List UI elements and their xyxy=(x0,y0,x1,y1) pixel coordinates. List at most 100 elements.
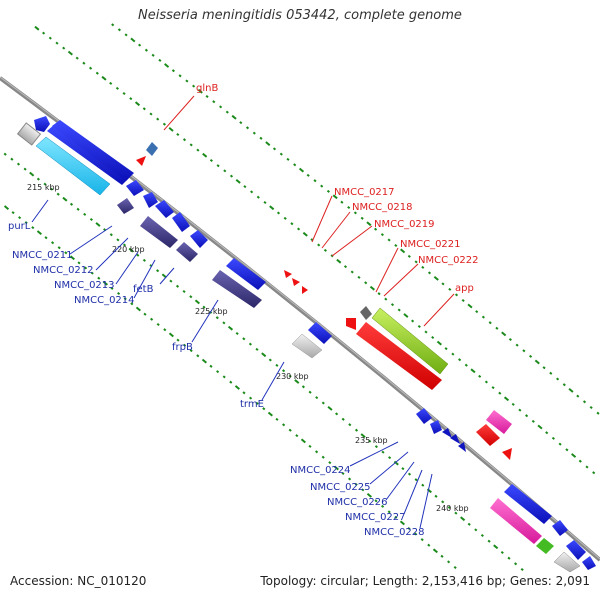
track-dot xyxy=(3,205,10,210)
gene-blue-small-4 xyxy=(172,212,190,232)
track-dot xyxy=(196,354,200,358)
kbp-tick-label: 230 kbp xyxy=(276,372,309,381)
track-dot xyxy=(394,515,398,519)
gene-label-app: app xyxy=(455,283,474,294)
gene-blue-240-d xyxy=(582,556,596,570)
track-dot xyxy=(582,400,587,404)
track-dot xyxy=(197,88,203,94)
track-dot xyxy=(178,74,182,78)
track-dot xyxy=(427,271,432,275)
track-dot xyxy=(276,211,281,215)
track-dot xyxy=(151,53,155,57)
track-dot xyxy=(348,477,352,481)
gene-cyan-bar xyxy=(35,136,111,196)
track-dot xyxy=(460,516,466,522)
track-dot xyxy=(150,317,154,321)
track-dot xyxy=(69,202,74,206)
gene-label-NMCC_0222: NMCC_0222 xyxy=(418,255,479,266)
track-dot xyxy=(48,36,52,40)
track-dot xyxy=(424,330,428,334)
gene-navy-bar-1 xyxy=(140,216,178,248)
track-dot xyxy=(458,358,462,362)
track-dot xyxy=(467,522,471,526)
track-dot xyxy=(399,520,405,526)
track-dot xyxy=(335,412,339,416)
track-dot xyxy=(498,391,502,395)
track-dot xyxy=(403,313,409,318)
leader-lines-red xyxy=(163,95,455,327)
track-dot xyxy=(298,167,305,173)
gene-red-0219 xyxy=(302,286,308,294)
track-dot xyxy=(377,292,381,296)
track-dot xyxy=(578,459,582,463)
track-dot xyxy=(474,528,478,532)
track-dot xyxy=(354,482,358,486)
track-dot xyxy=(77,261,81,265)
track-dot xyxy=(255,347,259,351)
track-dot xyxy=(169,279,173,283)
track-dot xyxy=(67,50,73,56)
track-dot xyxy=(374,227,378,231)
track-dot xyxy=(134,101,141,107)
track-dot xyxy=(196,148,200,152)
track-dot xyxy=(216,370,220,374)
track-dot xyxy=(185,79,189,83)
track-dot xyxy=(202,152,208,158)
track-dot xyxy=(321,401,325,405)
track-dot xyxy=(95,71,99,75)
track-dot xyxy=(545,431,549,435)
track-dot xyxy=(333,465,339,471)
track-dot xyxy=(514,562,518,566)
track-dot xyxy=(551,436,555,440)
track-dot xyxy=(529,354,533,358)
track-dot xyxy=(366,493,372,498)
track-dot xyxy=(549,371,553,375)
track-dot xyxy=(182,289,186,294)
track-dot xyxy=(475,310,479,314)
track-dot xyxy=(478,374,482,378)
gene-blue-arrow xyxy=(34,116,50,132)
track-dot xyxy=(501,331,507,337)
track-dot xyxy=(484,380,488,384)
track-dot xyxy=(272,147,277,151)
gene-label-NMCC_0228: NMCC_0228 xyxy=(364,527,425,538)
track-dot xyxy=(267,411,273,417)
track-dot xyxy=(301,385,305,389)
gene-label-NMCC_0225: NMCC_0225 xyxy=(310,482,371,493)
gene-red-0217 xyxy=(284,270,292,278)
track-dot xyxy=(511,402,515,406)
track-dot xyxy=(434,494,438,498)
track-dot xyxy=(89,66,93,70)
track-dot xyxy=(109,81,113,85)
track-dot xyxy=(294,379,300,384)
track-dot xyxy=(332,194,338,200)
track-dot xyxy=(110,286,114,290)
track-dot xyxy=(321,455,325,459)
track-dot xyxy=(432,548,438,554)
track-dot xyxy=(397,308,401,312)
track-dot xyxy=(400,248,406,254)
track-dot xyxy=(336,258,342,264)
tick-dots xyxy=(3,23,600,572)
track-dot xyxy=(341,417,345,421)
track-dot xyxy=(259,136,263,140)
gene-blue-bar-frpB xyxy=(226,258,266,290)
track-dot xyxy=(56,192,60,196)
gene-label-NMCC_0226: NMCC_0226 xyxy=(327,497,388,508)
track-dot xyxy=(394,243,398,248)
track-dot xyxy=(142,107,146,111)
track-dot xyxy=(229,380,233,384)
track-dot xyxy=(454,511,458,515)
kbp-ticks: 215 kbp 220 kbp 225 kbp 230 kbp 235 kbp … xyxy=(27,183,469,513)
track-dot xyxy=(89,217,93,222)
track-dot xyxy=(401,467,405,471)
track-dot xyxy=(268,358,272,362)
track-dot xyxy=(441,282,445,286)
track-dot xyxy=(144,48,148,52)
track-dot xyxy=(320,184,324,188)
track-dot xyxy=(250,190,254,194)
track-dot xyxy=(95,222,101,227)
gene-purL-blue xyxy=(47,124,130,185)
track-dot xyxy=(480,533,484,538)
track-dot xyxy=(36,230,42,235)
